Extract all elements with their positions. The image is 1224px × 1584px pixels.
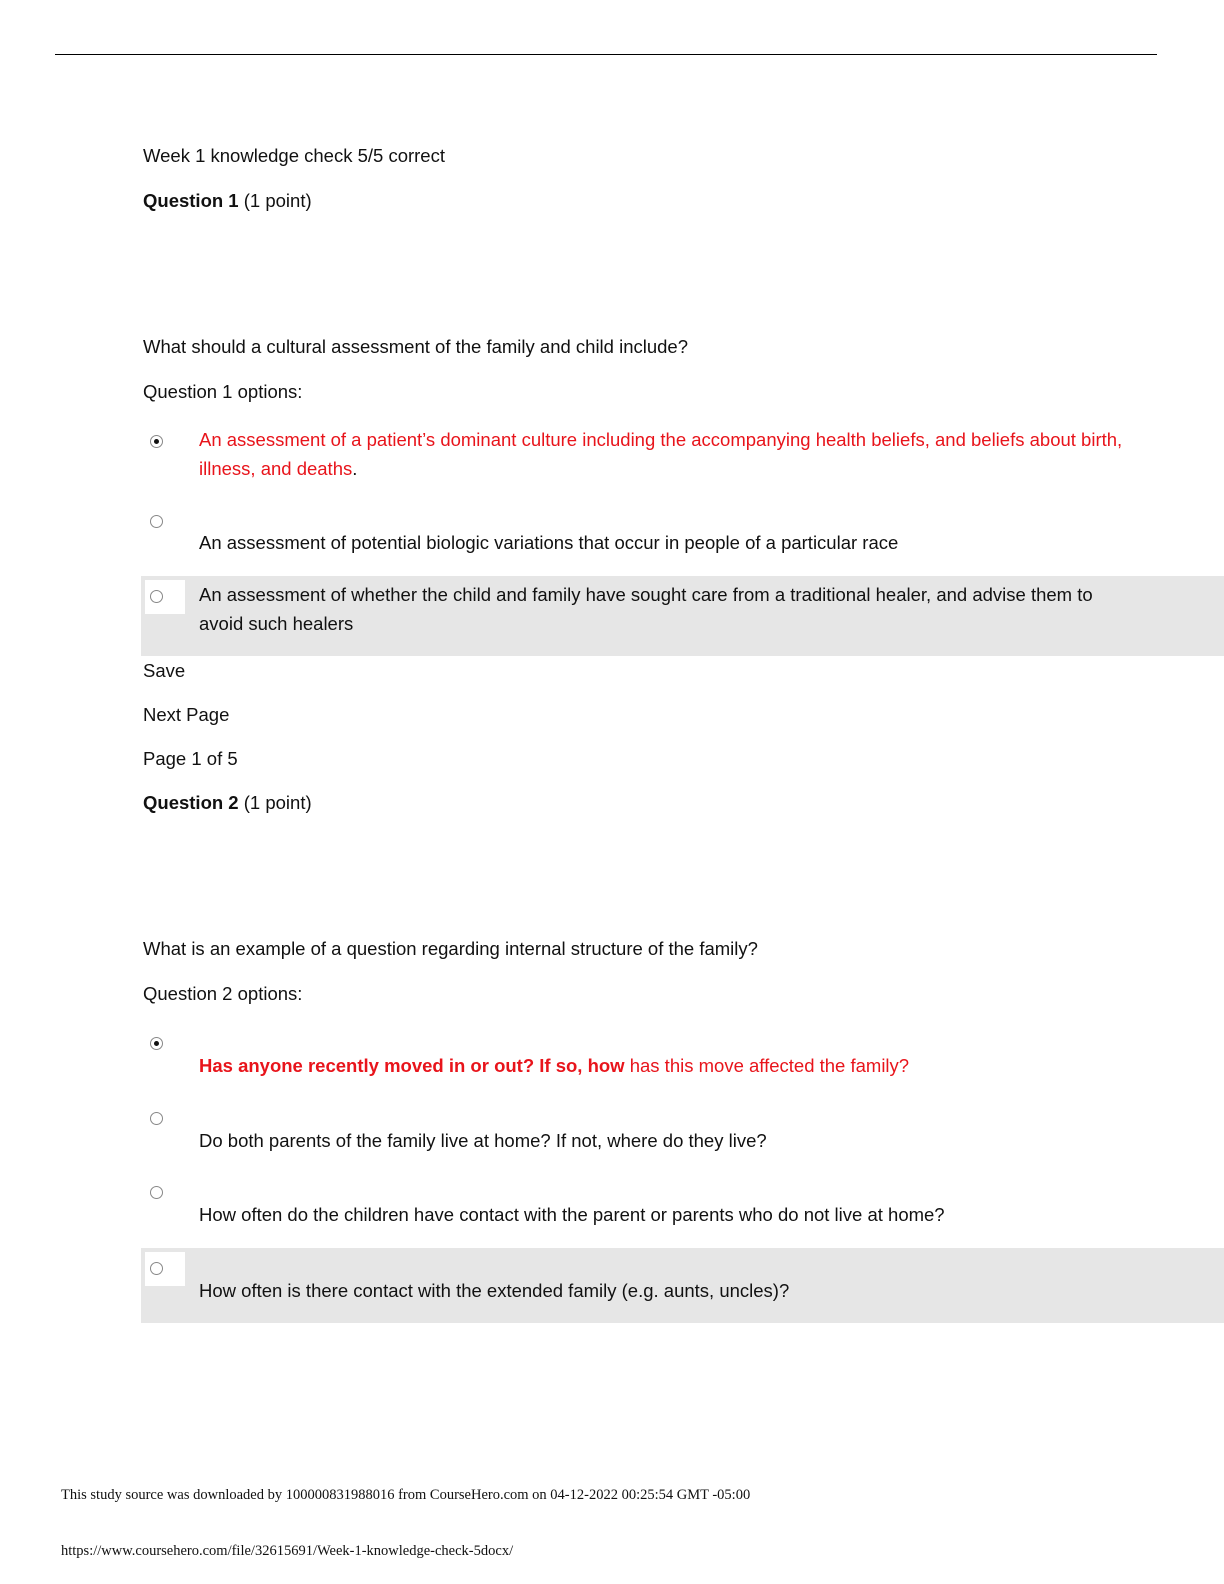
source-url[interactable]: https://www.coursehero.com/file/32615691… [61, 1543, 514, 1559]
header-rule [55, 54, 1157, 55]
answer-bold: Has anyone recently moved in or out? If … [199, 1055, 625, 1076]
radio-q2-option-2[interactable] [150, 1112, 163, 1125]
question-points: (1 point) [243, 190, 312, 211]
q1-option-1-line1: An assessment of a patient’s dominant cu… [199, 429, 1123, 450]
radio-q2-option-4[interactable] [150, 1262, 163, 1275]
question-2-options-label: Question 2 options: [143, 983, 303, 1004]
q2-option-4-text: How often is there contact with the exte… [199, 1280, 790, 1301]
question-points: (1 point) [243, 792, 312, 813]
answer-text: illness, and deaths [199, 458, 353, 479]
next-page-button[interactable]: Next Page [143, 704, 230, 725]
period: . [352, 458, 358, 479]
q2-option-1-text: Has anyone recently moved in or out? If … [199, 1055, 909, 1077]
save-button[interactable]: Save [143, 660, 186, 681]
q2-option-3-text: How often do the children have contact w… [199, 1204, 945, 1225]
question-2-prompt: What is an example of a question regardi… [143, 938, 758, 959]
question-2-heading: Question 2 (1 point) [143, 792, 312, 814]
page-indicator: Page 1 of 5 [143, 748, 238, 769]
radio-q1-option-1[interactable] [150, 435, 163, 448]
question-label: Question 1 [143, 190, 239, 211]
q1-option-2-text: An assessment of potential biologic vari… [199, 532, 899, 553]
question-label: Question 2 [143, 792, 239, 813]
radio-q2-option-3[interactable] [150, 1186, 163, 1199]
quiz-title: Week 1 knowledge check 5/5 correct [143, 145, 445, 166]
radio-q1-option-3[interactable] [150, 590, 163, 603]
question-1-options-label: Question 1 options: [143, 381, 303, 402]
answer-rest: has this move affected the family? [624, 1055, 910, 1076]
q1-option-3-row [141, 576, 1224, 656]
q2-option-4-row [141, 1248, 1224, 1323]
question-1-prompt: What should a cultural assessment of the… [143, 336, 689, 357]
radio-q2-option-1[interactable] [150, 1037, 163, 1050]
radio-q1-option-2[interactable] [150, 515, 163, 528]
q1-option-3-line2: avoid such healers [199, 613, 354, 634]
q1-option-1-line2: illness, and deaths. [199, 458, 357, 480]
q2-option-2-text: Do both parents of the family live at ho… [199, 1130, 767, 1151]
download-note: This study source was downloaded by 1000… [61, 1487, 751, 1503]
q1-option-3-line1: An assessment of whether the child and f… [199, 584, 1093, 605]
question-1-heading: Question 1 (1 point) [143, 190, 312, 212]
